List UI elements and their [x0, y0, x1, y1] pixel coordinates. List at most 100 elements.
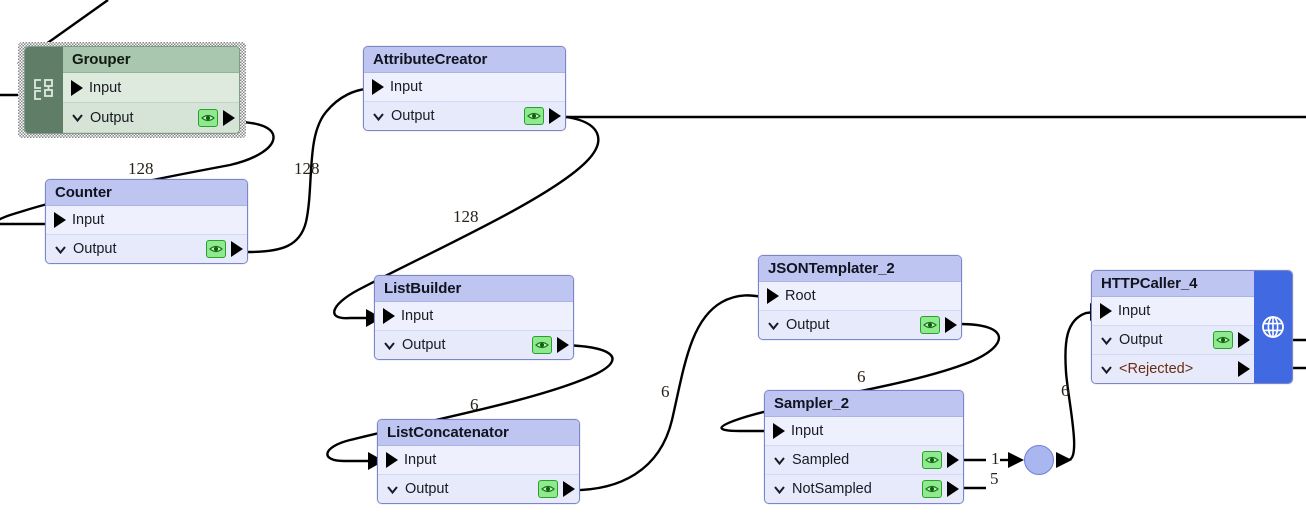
port-jsontemplater-2-root[interactable]: Root: [759, 282, 961, 311]
input-arrow-icon: [372, 79, 384, 95]
chevron-down-icon: [71, 111, 84, 124]
port-label: <Rejected>: [1119, 361, 1194, 377]
port-label: Input: [89, 79, 122, 96]
edge-label-6-c: 6: [857, 367, 866, 386]
output-arrow-icon[interactable]: [549, 108, 561, 124]
port-label: Output: [402, 337, 446, 353]
port-listconcatenator-input[interactable]: Input: [378, 446, 579, 475]
port-listbuilder-output[interactable]: Output: [375, 331, 573, 359]
port-sampler-2-input[interactable]: Input: [765, 417, 963, 446]
output-arrow-icon[interactable]: [223, 109, 235, 126]
port-label: Output: [391, 108, 435, 124]
port-grouper-input[interactable]: Input: [63, 73, 239, 103]
input-arrow-icon: [767, 288, 779, 304]
node-listconcatenator[interactable]: ListConcatenator Input Output: [377, 419, 580, 504]
port-label: Input: [791, 423, 824, 439]
port-counter-input[interactable]: Input: [46, 206, 247, 235]
port-counter-output[interactable]: Output: [46, 235, 247, 263]
port-label: Input: [1118, 303, 1151, 319]
node-jsontemplater-2-title: JSONTemplater_2: [759, 256, 961, 282]
chevron-down-icon: [372, 110, 385, 123]
node-counter-title: Counter: [46, 180, 247, 206]
port-jsontemplater-2-output[interactable]: Output: [759, 311, 961, 339]
eye-icon[interactable]: [532, 336, 552, 354]
eye-icon[interactable]: [920, 316, 940, 334]
edge-label-6-a: 6: [470, 395, 479, 414]
chevron-down-icon: [773, 454, 786, 467]
input-arrow-icon: [54, 212, 66, 228]
node-sampler-2-title: Sampler_2: [765, 391, 963, 417]
eye-icon[interactable]: [922, 480, 942, 498]
output-arrow-icon[interactable]: [557, 337, 569, 353]
output-arrow-icon[interactable]: [1238, 332, 1250, 348]
node-listconcatenator-title: ListConcatenator: [378, 420, 579, 446]
port-label: NotSampled: [792, 481, 872, 497]
chevron-down-icon: [383, 339, 396, 352]
eye-icon[interactable]: [922, 451, 942, 469]
port-label: Output: [405, 481, 449, 497]
input-arrow-icon: [386, 452, 398, 468]
output-arrow-icon[interactable]: [1238, 361, 1250, 377]
port-listconcatenator-output[interactable]: Output: [378, 475, 579, 503]
eye-icon[interactable]: [1213, 331, 1233, 349]
port-attributecreator-input[interactable]: Input: [364, 73, 565, 102]
node-httpcaller-4-title: HTTPCaller_4: [1092, 271, 1254, 297]
edge-label-5: 5: [990, 469, 999, 488]
eye-icon[interactable]: [538, 480, 558, 498]
port-label: Root: [785, 288, 816, 304]
port-httpcaller-4-rejected[interactable]: <Rejected>: [1092, 355, 1254, 383]
node-counter[interactable]: Counter Input Output: [45, 179, 248, 264]
node-sampler-2[interactable]: Sampler_2 Input Sampled: [764, 390, 964, 504]
edge-label-128-c: 128: [453, 207, 479, 226]
input-arrow-icon: [1100, 303, 1112, 319]
node-attributecreator[interactable]: AttributeCreator Input Output: [363, 46, 566, 131]
node-grouper[interactable]: Grouper Input Output: [24, 46, 240, 134]
port-label: Output: [73, 241, 117, 257]
port-httpcaller-4-input[interactable]: Input: [1092, 297, 1254, 326]
output-arrow-icon[interactable]: [947, 481, 959, 497]
input-arrow-icon: [383, 308, 395, 324]
port-httpcaller-4-output[interactable]: Output: [1092, 326, 1254, 355]
port-label: Input: [72, 212, 105, 228]
node-httpcaller-4[interactable]: HTTPCaller_4 Input Output: [1091, 270, 1293, 384]
edge-label-6-d: 6: [1061, 381, 1070, 400]
eye-icon[interactable]: [198, 108, 218, 127]
arrowhead-junction-out: [1056, 452, 1072, 468]
port-sampler-2-sampled[interactable]: Sampled: [765, 446, 963, 475]
edge-label-6-b: 6: [661, 382, 670, 401]
port-listbuilder-input[interactable]: Input: [375, 302, 573, 331]
globe-icon: [1254, 271, 1292, 383]
node-jsontemplater-2[interactable]: JSONTemplater_2 Root Output: [758, 255, 962, 340]
port-label: Input: [390, 79, 423, 95]
edge-label-128-b: 128: [294, 159, 320, 178]
merge-junction[interactable]: [1024, 445, 1054, 475]
edge-label-1: 1: [991, 449, 1000, 468]
port-grouper-output[interactable]: Output: [63, 103, 239, 133]
grouper-icon: [25, 47, 63, 133]
eye-icon[interactable]: [524, 107, 544, 125]
output-arrow-icon[interactable]: [231, 241, 243, 257]
arrowhead-junction-in: [1008, 452, 1024, 468]
node-listbuilder-title: ListBuilder: [375, 276, 573, 302]
chevron-down-icon: [386, 483, 399, 496]
port-label: Output: [1119, 332, 1163, 348]
output-arrow-icon[interactable]: [563, 481, 575, 497]
node-listbuilder[interactable]: ListBuilder Input Output: [374, 275, 574, 360]
eye-icon[interactable]: [206, 240, 226, 258]
chevron-down-icon: [773, 483, 786, 496]
port-label: Input: [401, 308, 434, 324]
node-grouper-title: Grouper: [63, 47, 239, 73]
port-attributecreator-output[interactable]: Output: [364, 102, 565, 130]
input-arrow-icon: [773, 423, 785, 439]
chevron-down-icon: [1100, 334, 1113, 347]
chevron-down-icon: [767, 319, 780, 332]
output-arrow-icon[interactable]: [947, 452, 959, 468]
output-arrow-icon[interactable]: [945, 317, 957, 333]
port-label: Sampled: [792, 452, 850, 468]
port-sampler-2-notsampled[interactable]: NotSampled: [765, 475, 963, 503]
input-arrow-icon: [71, 79, 83, 96]
node-attributecreator-title: AttributeCreator: [364, 47, 565, 73]
port-label: Output: [90, 109, 134, 126]
edge-label-128-a: 128: [128, 159, 154, 178]
